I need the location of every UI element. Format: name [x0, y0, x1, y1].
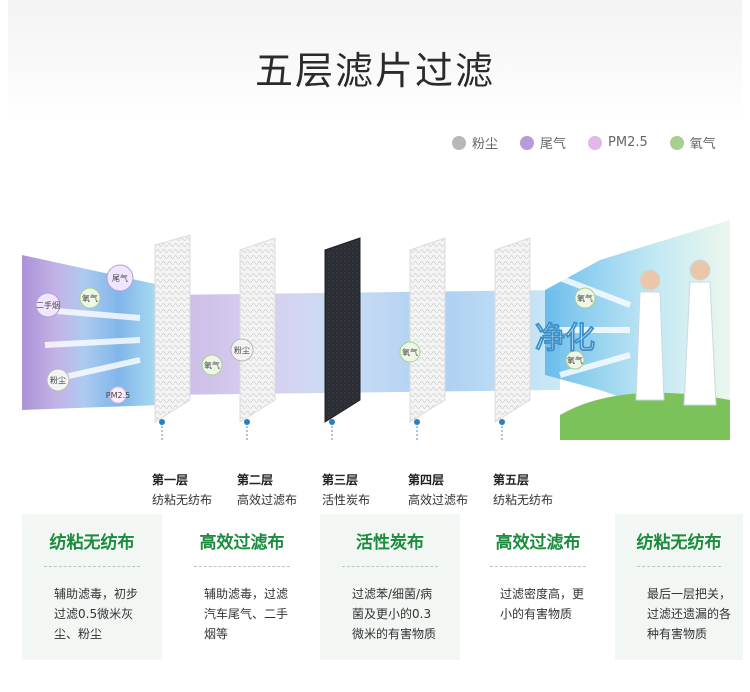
bubble-label: 粉尘: [234, 345, 250, 355]
legend: 粉尘 尾气 PM2.5 氧气: [452, 133, 716, 152]
layer-name: 第二层: [237, 473, 274, 487]
bubble-label: PM2.5: [106, 391, 130, 400]
filtration-flow-diagram: 尾气 氧气 二手烟 粉尘 PM2.5 粉尘 氧气 氧气 氧气 氧气 净化: [22, 220, 730, 440]
card-description: 辅助滤毒，过滤汽车尾气、二手烟等: [204, 587, 289, 641]
filter-layer-4: [409, 237, 446, 423]
card-divider: [490, 566, 586, 567]
layer-name: 第四层: [408, 473, 445, 487]
pm25-dot-icon: [588, 135, 603, 150]
card-divider: [342, 566, 438, 567]
card-divider: [194, 566, 290, 567]
bubble-label: 尾气: [112, 273, 128, 283]
oxygen-dot-icon: [669, 135, 684, 150]
card-title: 纺粘无纺布: [636, 533, 722, 553]
page-title: 五层滤片过滤: [254, 49, 495, 93]
legend-label: 尾气: [540, 137, 567, 152]
exhaust-dot-icon: [520, 135, 535, 150]
dust-dot-icon: [452, 135, 466, 150]
card-description: 辅助滤毒，初步过滤0.5微米灰尘、粉尘: [54, 587, 139, 641]
layer-label-5: 第五层 纺粘无纺布: [493, 470, 553, 510]
bubble-label: 氧气: [204, 360, 220, 370]
card-description: 过滤密度高，更小的有害物质: [500, 587, 585, 621]
layer-card-5: 纺粘无纺布 最后一层把关，过滤还遗漏的各种有害物质: [615, 514, 743, 660]
header-banner: [8, 0, 742, 124]
card-title: 活性炭布: [356, 533, 424, 553]
filter-layer-5: [494, 237, 531, 423]
legend-label: 粉尘: [472, 137, 499, 152]
clean-air-stream: [545, 220, 730, 435]
card-title: 高效过滤布: [495, 533, 581, 553]
layer-material: 纺粘无纺布: [493, 493, 554, 507]
filter-layer-3: [324, 237, 361, 423]
layer-card-1: 纺粘无纺布 辅助滤毒，初步过滤0.5微米灰尘、粉尘: [22, 514, 162, 660]
bubble-label: 粉尘: [50, 375, 66, 385]
legend-label: PM2.5: [608, 135, 648, 150]
layer-name: 第一层: [152, 473, 189, 487]
polluted-air-stream: [22, 255, 160, 410]
layer-label-4: 第四层 高效过滤布: [408, 470, 468, 510]
layer-material: 纺粘无纺布: [152, 493, 213, 507]
bubble-label: 氧气: [567, 355, 583, 365]
layer-material: 高效过滤布: [408, 493, 469, 507]
legend-item-exhaust: 尾气: [520, 133, 566, 152]
bubble-label: 氧气: [577, 293, 593, 303]
legend-item-dust: 粉尘: [452, 133, 498, 152]
layer-material: 活性炭布: [322, 493, 371, 507]
filter-layer-2: [239, 237, 276, 423]
purify-label: 净化: [535, 321, 595, 356]
legend-item-oxygen: 氧气: [669, 133, 716, 152]
card-description: 最后一层把关，过滤还遗漏的各种有害物质: [647, 587, 732, 641]
layer-name: 第三层: [322, 473, 359, 487]
layer-name: 第五层: [493, 473, 530, 487]
filter-layer-1: [154, 234, 191, 423]
layer-label-1: 第一层 纺粘无纺布: [152, 470, 212, 510]
layer-card-4: 高效过滤布 过滤密度高，更小的有害物质: [468, 514, 608, 660]
arrow-icon: [44, 275, 632, 381]
layer-material: 高效过滤布: [237, 493, 298, 507]
card-divider: [637, 566, 721, 567]
card-divider: [44, 566, 140, 567]
bubble-label: 氧气: [82, 293, 98, 303]
people-figure: [635, 259, 717, 406]
layer-label-3: 第三层 活性炭布: [322, 470, 370, 510]
card-title: 纺粘无纺布: [49, 533, 135, 553]
legend-label: 氧气: [689, 137, 716, 152]
bubble-label: 氧气: [402, 347, 418, 357]
card-title: 高效过滤布: [199, 533, 285, 553]
layer-card-2: 高效过滤布 辅助滤毒，过滤汽车尾气、二手烟等: [172, 514, 312, 660]
layer-label-2: 第二层 高效过滤布: [237, 470, 297, 510]
bubble-label: 二手烟: [36, 300, 60, 310]
legend-item-pm25: PM2.5: [588, 133, 648, 152]
